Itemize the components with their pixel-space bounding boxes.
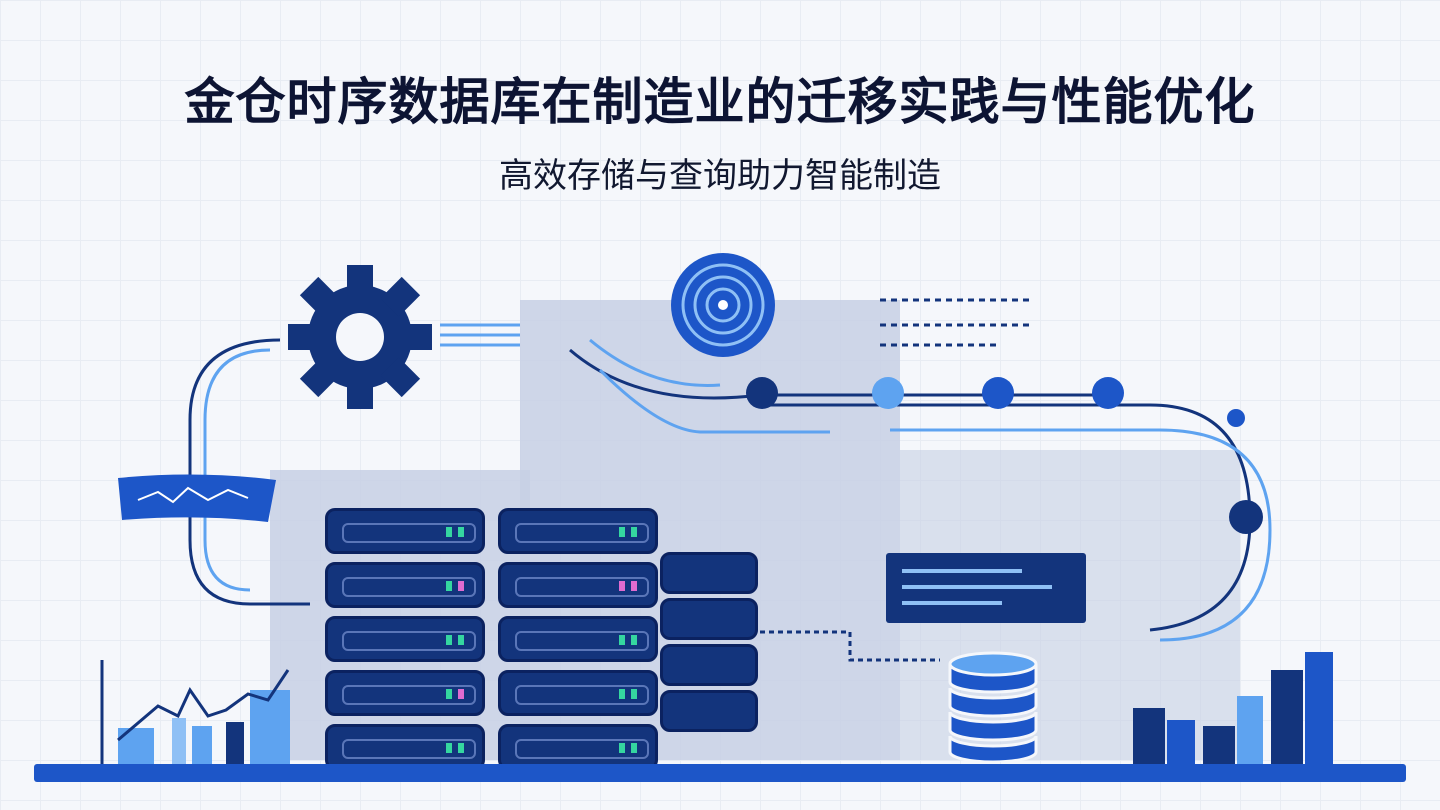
gear-icon (288, 265, 432, 409)
page-subtitle: 高效存储与查询助力智能制造 (499, 156, 941, 196)
target-icon (671, 253, 775, 357)
line-chart-icon (118, 474, 276, 522)
code-panel-icon (886, 553, 1086, 623)
line-chart-icon (100, 660, 290, 764)
floor-bar (34, 764, 1406, 782)
database-icon (948, 651, 1038, 762)
page-title: 金仓时序数据库在制造业的迁移实践与性能优化 (184, 73, 1256, 131)
